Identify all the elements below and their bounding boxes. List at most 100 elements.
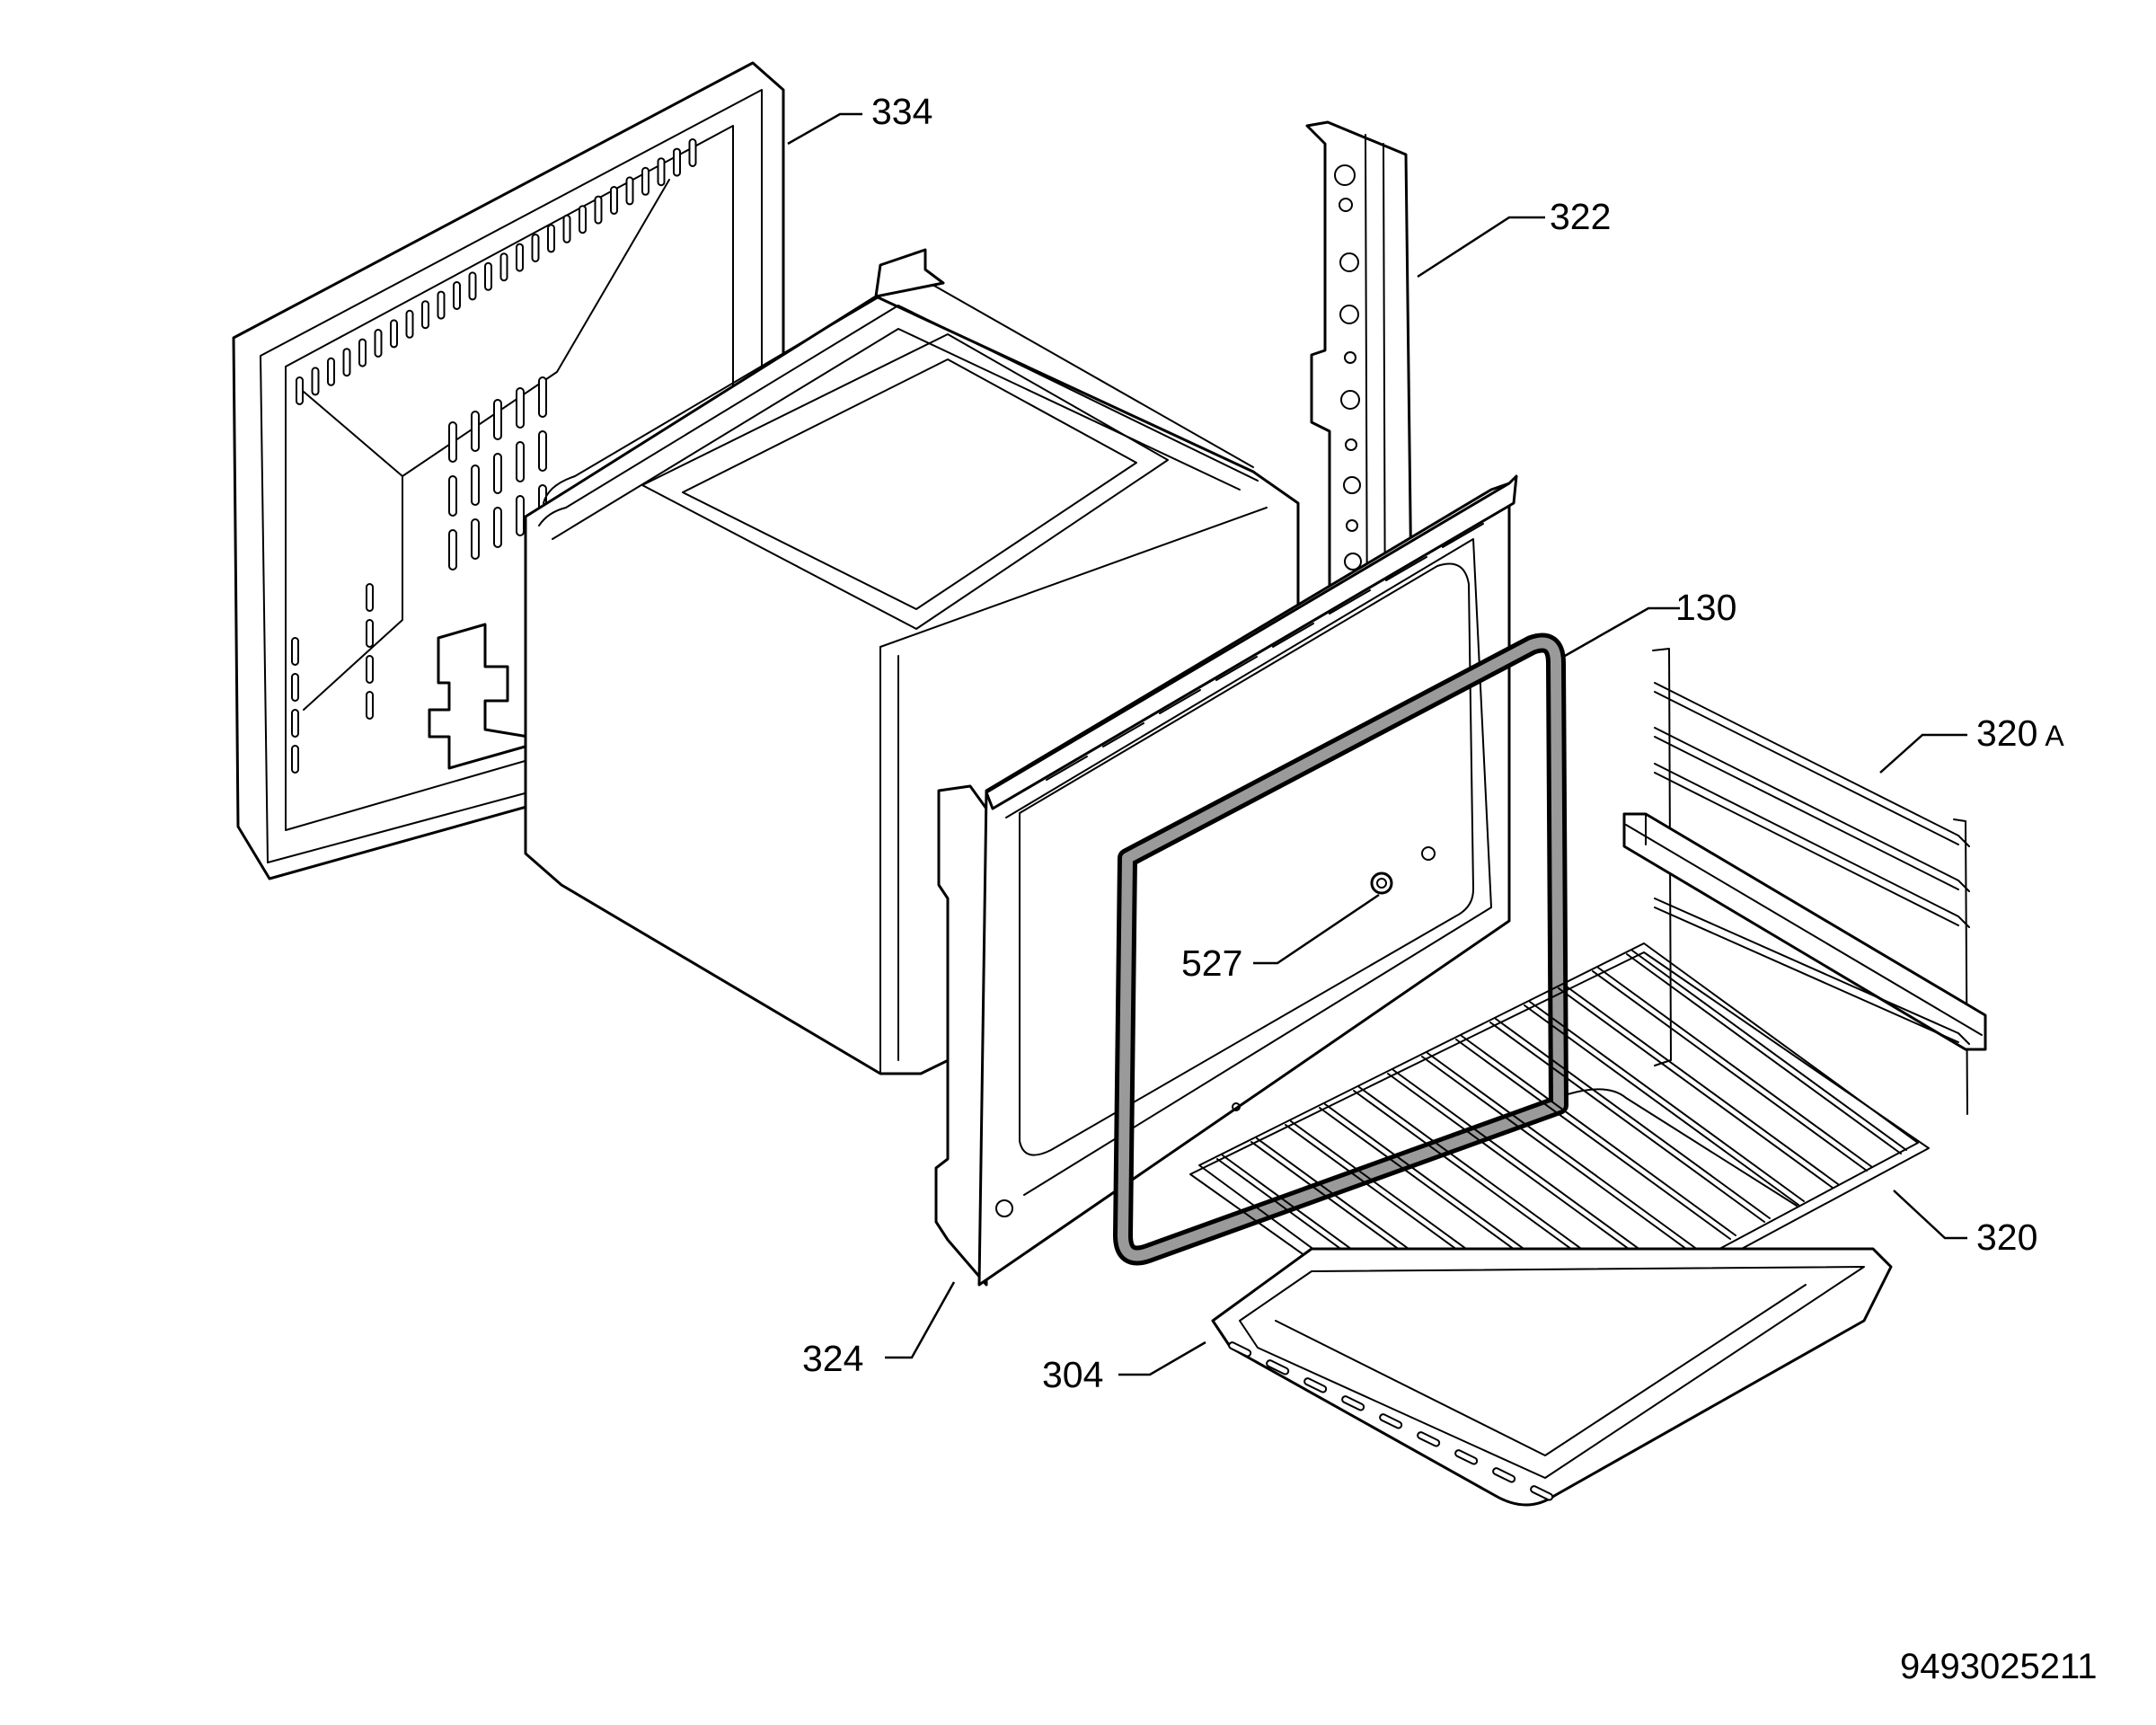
tray-rim-slots	[1228, 1341, 1554, 1501]
tray-slot	[1417, 1431, 1441, 1447]
front-frame-part-324	[934, 474, 1518, 1287]
door-gasket-part-130	[1113, 632, 1568, 1266]
vent-slot	[562, 214, 571, 243]
vent-slot	[366, 691, 374, 720]
vent-slot	[484, 261, 492, 291]
runner-wire	[1654, 727, 1970, 892]
vent-slot	[311, 367, 320, 396]
vent-slot	[291, 745, 299, 774]
frame-slot	[1159, 689, 1201, 714]
leader-lines	[787, 112, 1967, 1376]
vent-slot	[641, 166, 649, 196]
vent-slot	[453, 281, 461, 310]
frame-slot	[1329, 589, 1371, 615]
tray-slot	[1530, 1485, 1554, 1501]
frame-slot	[1215, 656, 1258, 681]
baking-tray-part-304	[1211, 1247, 1893, 1507]
vent-slot	[657, 157, 666, 187]
tray-slot	[1379, 1413, 1403, 1429]
shelf-bar	[1558, 987, 1833, 1189]
vent-slot	[471, 518, 480, 560]
vent-slot	[448, 475, 457, 517]
callout-334: 334	[871, 91, 933, 132]
vent-slot	[471, 464, 480, 506]
side-rail-part-322	[1305, 120, 1414, 671]
document-number: 9493025211	[1900, 1647, 2098, 1686]
runner-wire	[1654, 898, 1970, 1045]
rear-panel-center-vents	[291, 376, 547, 774]
shelf-bar	[1631, 950, 1907, 1151]
shelf-bar	[1489, 1022, 1765, 1223]
fastener-part-527	[1370, 871, 1393, 895]
vent-slot	[468, 271, 477, 301]
shelf-bar	[1455, 1039, 1731, 1240]
vent-slot	[291, 709, 299, 738]
runner-wire	[1654, 763, 1970, 928]
vent-slot	[374, 329, 383, 358]
side-runners-part-320a	[1622, 648, 1987, 1115]
vent-slot	[366, 583, 374, 612]
vent-slot	[421, 300, 429, 330]
shelf-bar	[1392, 1069, 1668, 1270]
frame-slot	[1102, 722, 1144, 748]
vent-slot	[579, 205, 587, 234]
vent-slot	[342, 348, 351, 377]
vent-slot	[390, 319, 398, 349]
runner-rails	[1654, 682, 1970, 1045]
runner-wire	[1654, 772, 1959, 926]
callout-304: 304	[1042, 1354, 1104, 1395]
vent-slot	[448, 529, 457, 571]
shelf-bar	[1495, 1018, 1771, 1219]
vent-slot	[448, 421, 457, 463]
shelf-bar	[1387, 1073, 1663, 1274]
vent-slot	[538, 430, 547, 472]
vent-slot	[516, 387, 525, 429]
vent-slot	[688, 138, 697, 167]
runner-wire	[1654, 691, 1959, 845]
shelf-bar	[1421, 1056, 1697, 1257]
vent-slot	[516, 243, 524, 272]
tray-slot	[1303, 1377, 1328, 1393]
callout-527: 527	[1181, 942, 1243, 984]
vent-slot	[493, 453, 502, 494]
front-frame-vent-slots	[1046, 523, 1484, 781]
vent-slot	[296, 376, 304, 405]
vent-slot	[405, 309, 414, 339]
vent-slot	[516, 495, 525, 536]
vent-slot	[291, 637, 299, 666]
callout-320a-suffix: A	[2045, 720, 2064, 752]
vent-slot	[366, 655, 374, 684]
vent-slot	[610, 186, 618, 215]
tray-slot	[1266, 1359, 1290, 1376]
vent-slot	[358, 338, 367, 367]
callout-320a-number: 320	[1976, 712, 2038, 754]
rear-panel-vent-slots	[296, 138, 697, 405]
vent-slot	[547, 224, 555, 253]
shelf-bar	[1529, 1001, 1805, 1202]
vent-slot	[499, 252, 508, 282]
shelf-bar	[1597, 967, 1873, 1168]
vent-slot	[493, 399, 502, 440]
callout-322: 322	[1550, 196, 1612, 237]
vent-slot	[327, 357, 335, 386]
runner-wire	[1654, 682, 1970, 847]
callout-130: 130	[1675, 587, 1737, 628]
vent-slot	[291, 673, 299, 702]
vent-slot	[471, 411, 480, 452]
tray-slot	[1341, 1395, 1365, 1411]
tray-slot	[1492, 1467, 1516, 1483]
vent-slot	[437, 290, 446, 320]
callout-324: 324	[802, 1338, 864, 1379]
frame-slot	[1046, 756, 1088, 781]
vent-slot	[516, 441, 525, 482]
shelf-bar	[1626, 953, 1902, 1154]
shelf-bar	[1524, 1004, 1799, 1206]
shelf-bar	[1563, 984, 1839, 1185]
callout-320: 320	[1976, 1216, 2038, 1258]
frame-slot	[1272, 623, 1314, 648]
vent-slot	[673, 147, 681, 177]
vent-slot	[531, 234, 540, 262]
tray-slot	[1454, 1449, 1479, 1465]
vent-slot	[493, 507, 502, 548]
